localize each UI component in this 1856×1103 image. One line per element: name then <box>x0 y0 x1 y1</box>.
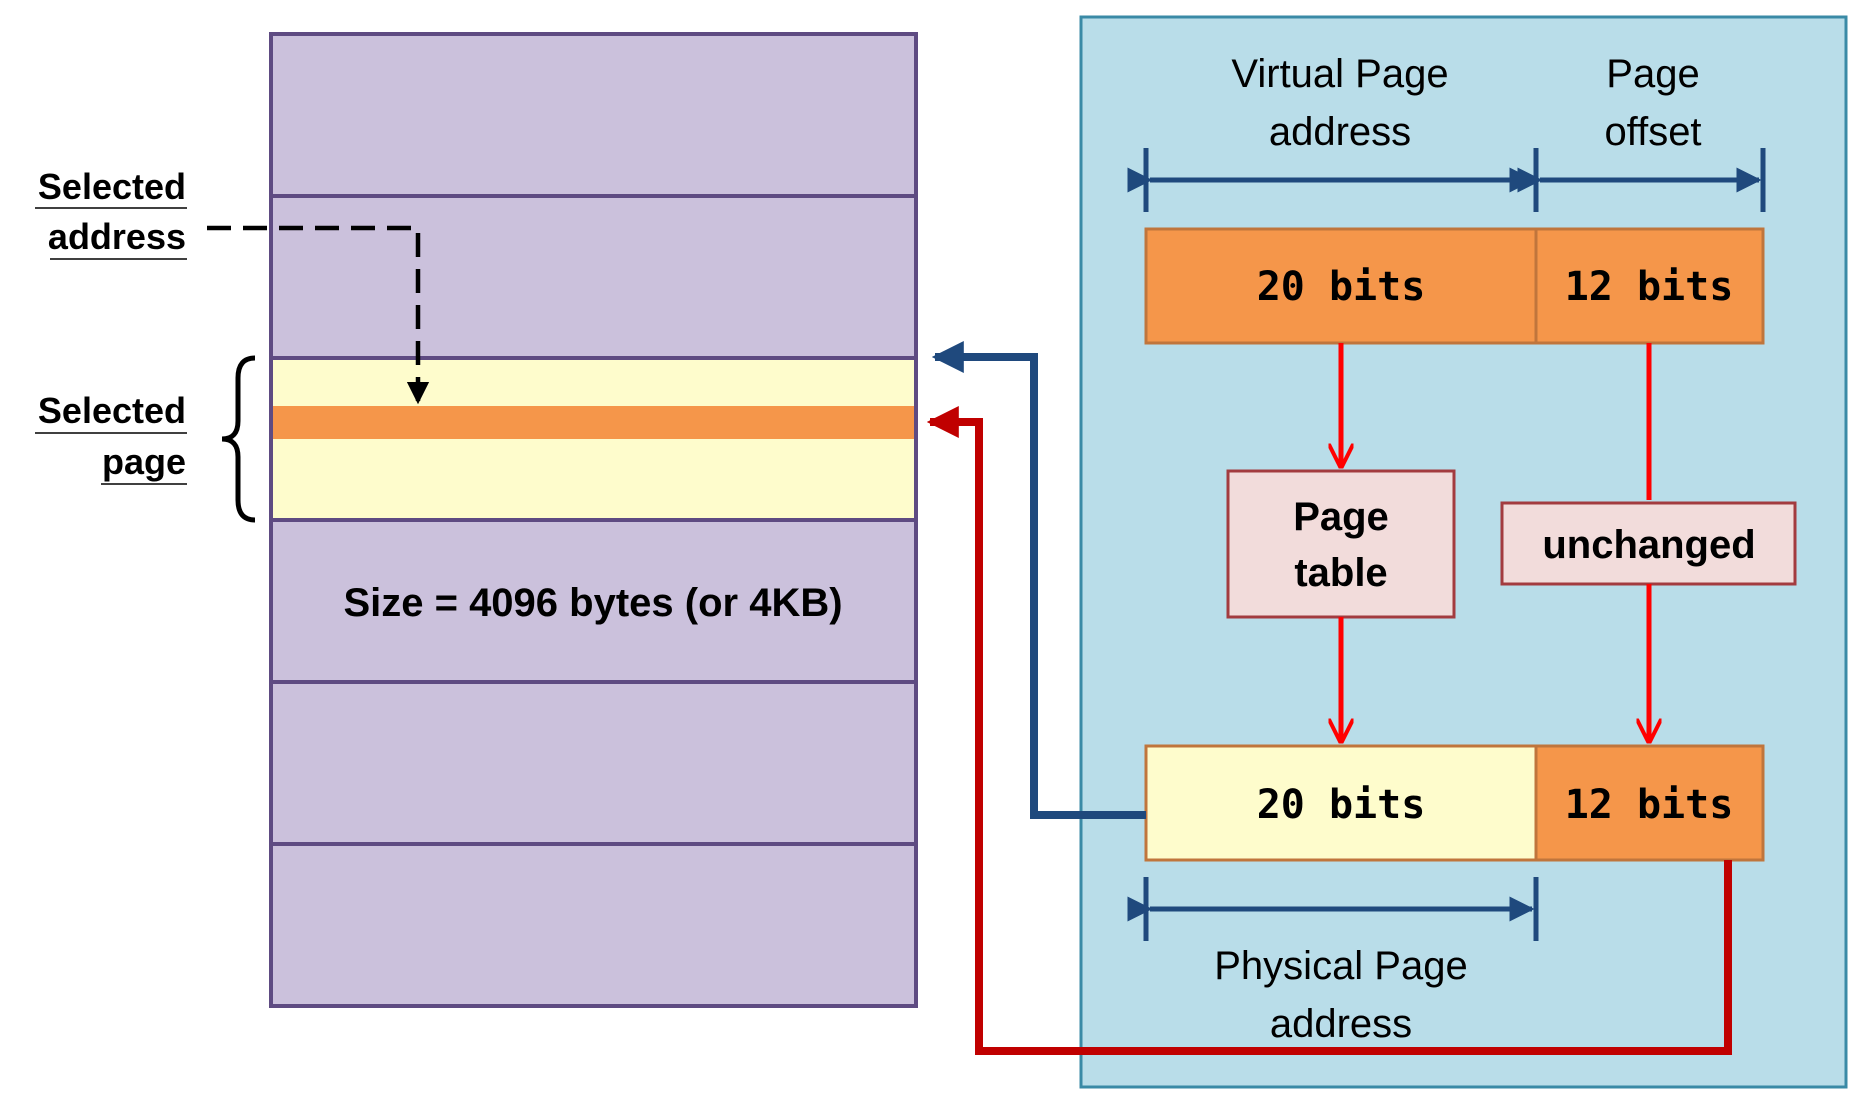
page-offset-line-1: Page <box>1606 52 1699 96</box>
physical-page-bits: 20 bits <box>1257 782 1426 828</box>
virtual-offset-bits: 12 bits <box>1565 264 1734 310</box>
memory-page-1 <box>269 32 918 198</box>
selected-address-line-2: address <box>48 216 186 257</box>
physical-offset-bits: 12 bits <box>1565 782 1734 828</box>
physical-offset-field <box>1534 744 1765 862</box>
physical-page-to-memory-arrow <box>931 341 1146 819</box>
memory-page-6 <box>269 842 918 1008</box>
page-table-box: Page table <box>1226 469 1456 619</box>
virtual-dimension-lines <box>1127 148 1766 212</box>
selected-page-line-2: page <box>102 441 186 482</box>
page-offset-line-2: offset <box>1604 110 1701 154</box>
physical-page-address-line-1: Physical Page <box>1214 944 1467 988</box>
page-size-label: Size = 4096 bytes (or 4KB) <box>343 581 842 625</box>
memory-page-4 <box>269 518 918 684</box>
virtual-offset-field <box>1534 227 1765 345</box>
selected-page-label: Selected page <box>35 390 187 485</box>
selected-address-dashed-arrow <box>207 225 430 405</box>
unchanged-box: unchanged <box>1500 501 1797 586</box>
memory-column: Size = 4096 bytes (or 4KB) <box>269 32 918 1008</box>
physical-address-register: 20 bits 12 bits <box>1144 744 1765 862</box>
selected-address-label: Selected address <box>35 166 187 260</box>
physical-page-field <box>1144 744 1538 862</box>
page-table-line-1: Page <box>1293 495 1389 539</box>
virtual-page-address-line-1: Virtual Page <box>1231 52 1448 96</box>
page-table-line-2: table <box>1294 551 1387 595</box>
selected-page-brace <box>221 355 256 523</box>
selected-address-row <box>273 406 914 439</box>
selected-address-line-1: Selected <box>38 166 186 207</box>
physical-page-address-line-2: address <box>1270 1002 1412 1046</box>
physical-dimension-lines <box>1127 877 1539 941</box>
unchanged-text: unchanged <box>1542 523 1755 567</box>
virtual-page-address-line-2: address <box>1269 110 1411 154</box>
selected-page-line-1: Selected <box>38 390 186 431</box>
virtual-page-address-label: Virtual Page address <box>1231 52 1448 154</box>
memory-page-5 <box>269 680 918 846</box>
memory-page-2 <box>269 194 918 360</box>
virtual-page-bits: 20 bits <box>1257 264 1426 310</box>
page-offset-label: Page offset <box>1604 52 1701 154</box>
physical-page-address-label: Physical Page address <box>1214 944 1467 1046</box>
physical-offset-to-memory-arrow <box>926 406 1732 1055</box>
virtual-address-register: 20 bits 12 bits <box>1144 227 1765 345</box>
